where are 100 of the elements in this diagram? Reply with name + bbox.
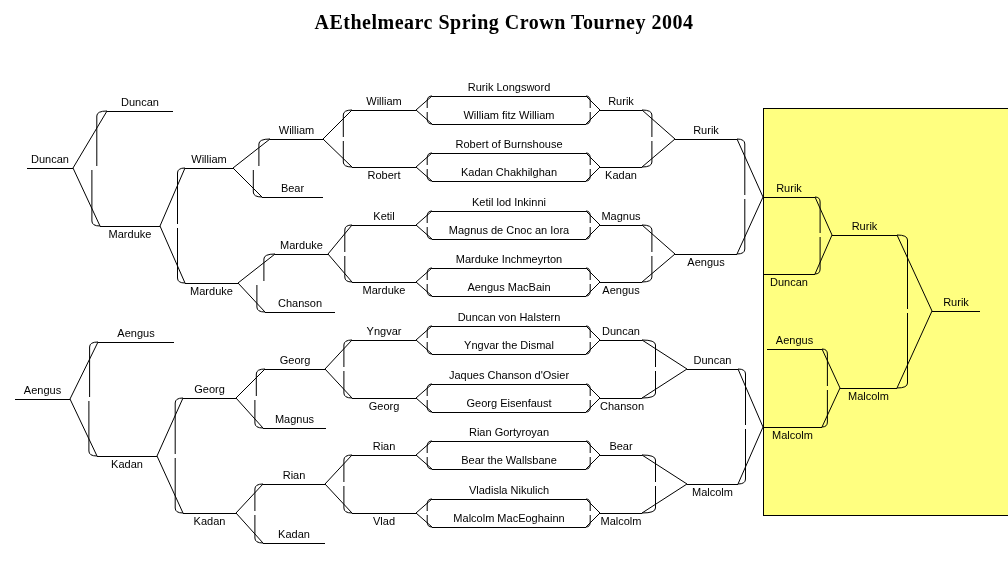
bracket-line bbox=[585, 383, 601, 399]
bracket-slot bbox=[352, 94, 416, 111]
bracket-line bbox=[156, 397, 184, 457]
bracket-line bbox=[585, 498, 601, 514]
bracket-line bbox=[737, 426, 764, 485]
bracket-slot bbox=[432, 368, 586, 385]
bracket-line bbox=[641, 109, 676, 140]
competitor-name: Kadan bbox=[110, 457, 144, 472]
bracket-line bbox=[585, 109, 601, 125]
competitor-name: Bear the Wallsbane bbox=[460, 453, 558, 468]
competitor-name: Aengus bbox=[116, 326, 156, 341]
bracket-slot bbox=[432, 338, 586, 355]
competitor-name: Rurik bbox=[692, 123, 720, 138]
bracket-slot bbox=[932, 295, 980, 312]
competitor-name: Vladisla Nikulich bbox=[467, 483, 551, 498]
bracket-line bbox=[896, 234, 933, 312]
competitor-name: William fitz William bbox=[462, 108, 556, 123]
competitor-name: Kadan bbox=[277, 527, 311, 542]
bracket-slot bbox=[275, 238, 328, 255]
competitor-name: William bbox=[277, 123, 316, 138]
bracket-line bbox=[69, 341, 99, 400]
bracket-slot bbox=[352, 209, 416, 226]
bracket-line bbox=[415, 325, 433, 341]
competitor-name: Aengus bbox=[686, 255, 726, 270]
competitor-name: William bbox=[190, 152, 228, 167]
bracket-line bbox=[821, 387, 841, 428]
bracket-slot bbox=[270, 123, 323, 140]
bracket-line bbox=[159, 167, 186, 227]
bracket-slot bbox=[265, 296, 335, 313]
bracket-line bbox=[585, 281, 601, 297]
competitor-name: Magnus de Cnoc an Iora bbox=[447, 223, 571, 238]
competitor-name: Malcolm bbox=[600, 514, 642, 529]
competitor-name: Rian bbox=[371, 439, 397, 454]
competitor-name: Rurik bbox=[850, 219, 879, 234]
competitor-name: Georg Eisenfaust bbox=[465, 396, 553, 411]
bracket-line bbox=[72, 110, 108, 169]
bracket-line bbox=[585, 95, 601, 111]
bracket-slot bbox=[767, 333, 822, 350]
competitor-name: Aengus bbox=[22, 383, 63, 398]
competitor-name: Duncan bbox=[601, 324, 641, 339]
competitor-name: Rurik Longsword bbox=[466, 80, 552, 95]
bracket-line bbox=[415, 397, 433, 413]
bracket-line bbox=[415, 109, 433, 125]
bracket-line bbox=[235, 368, 266, 399]
competitor-name: Ketil lod Inkinni bbox=[471, 195, 547, 210]
competitor-name: Jaques Chanson d'Osier bbox=[447, 368, 571, 383]
bracket-line bbox=[585, 224, 601, 240]
bracket-slot bbox=[352, 398, 416, 415]
bracket-slot bbox=[98, 326, 174, 343]
bracket-slot bbox=[432, 137, 586, 154]
competitor-name: Magnus bbox=[600, 209, 642, 224]
bracket-line bbox=[585, 267, 601, 283]
competitor-name: Malcolm bbox=[771, 428, 814, 443]
bracket-line bbox=[415, 339, 433, 355]
bracket-line bbox=[415, 440, 433, 456]
bracket-line bbox=[641, 138, 676, 168]
bracket-line bbox=[415, 383, 433, 399]
bracket-line bbox=[159, 225, 186, 284]
bracket-line bbox=[585, 210, 601, 226]
bracket-line bbox=[896, 310, 933, 389]
bracket-line bbox=[585, 152, 601, 168]
competitor-name: Rurik bbox=[775, 181, 803, 196]
bracket-line bbox=[415, 152, 433, 168]
bracket-line bbox=[821, 348, 841, 389]
competitor-name: Yngvar bbox=[365, 324, 403, 339]
competitor-name: Aengus bbox=[774, 333, 815, 348]
competitor-name: Georg bbox=[367, 399, 401, 414]
bracket-line bbox=[641, 368, 688, 399]
bracket-line bbox=[585, 339, 601, 355]
competitor-name: Marduke bbox=[279, 238, 324, 253]
bracket-line bbox=[415, 210, 433, 226]
bracket-slot bbox=[265, 353, 325, 370]
bracket-slot bbox=[600, 94, 642, 111]
bracket-line bbox=[814, 196, 833, 236]
bracket-slot bbox=[432, 223, 586, 240]
bracket-line bbox=[736, 196, 764, 255]
bracket-slot bbox=[432, 195, 586, 212]
competitor-name: Malcolm MacEoghainn bbox=[452, 511, 566, 526]
competitor-name: William bbox=[365, 94, 403, 109]
competitor-name: Chanson bbox=[600, 399, 642, 414]
bracket-line bbox=[237, 282, 266, 313]
bracket-slot bbox=[763, 181, 815, 198]
bracket-slot bbox=[432, 280, 586, 297]
bracket-line bbox=[585, 440, 601, 456]
bracket-line bbox=[585, 454, 601, 470]
title: AEthelmearc Spring Crown Tourney 2004 bbox=[314, 10, 694, 34]
bracket-slot bbox=[183, 382, 236, 399]
bracket-line bbox=[237, 253, 276, 284]
bracket-line bbox=[415, 224, 433, 240]
competitor-name: Kadan bbox=[192, 514, 227, 529]
competitor-name: Bear bbox=[279, 181, 306, 196]
bracket-slot bbox=[432, 252, 586, 269]
bracket-slot bbox=[107, 95, 173, 112]
bracket-slot bbox=[432, 396, 586, 413]
bracket-line bbox=[324, 368, 353, 399]
competitor-name: Marduke bbox=[189, 284, 234, 299]
bracket-line bbox=[415, 454, 433, 470]
bracket-slot bbox=[687, 353, 738, 370]
competitor-name: Aengus MacBain bbox=[466, 280, 552, 295]
competitor-name: Ketil bbox=[372, 209, 396, 224]
